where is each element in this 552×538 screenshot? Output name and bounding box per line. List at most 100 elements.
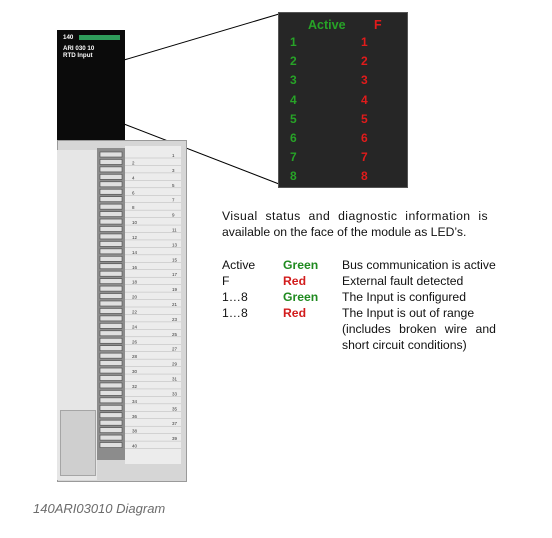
terminal-screw [99,308,123,314]
terminal-screw [99,181,123,188]
terminal-screw [99,442,123,448]
fault-led-8: 8 [361,169,368,184]
active-led-3: 3 [290,73,297,88]
terminal-screw [99,285,123,292]
module-label-number: 140 [63,34,74,41]
terminal-number: 27 [172,347,178,352]
legend-note-line-1: (includes broken wire and [342,322,496,336]
terminal-number: 32 [132,384,138,389]
legend-row-3-color: Green [283,290,319,304]
terminal-number: 21 [172,302,178,307]
terminal-number: 6 [132,190,135,195]
terminal-screw [99,382,123,389]
terminal-number: 7 [172,198,175,203]
terminal-screw [99,203,123,210]
legend-row-1-color: Green [283,258,319,272]
fault-led-7: 7 [361,150,368,165]
terminal-screw [99,330,123,337]
figure-caption: 140ARI03010 Diagram [33,501,166,516]
active-led-2: 2 [290,54,297,69]
fault-led-3: 3 [361,73,368,88]
terminal-number: 37 [172,421,178,426]
terminal-number: 40 [132,444,138,449]
fault-led-6: 6 [361,131,368,145]
led-fault-header: F [374,18,382,32]
terminal-screw [99,397,123,404]
terminal-number: 1 [172,153,175,158]
terminal-number: 31 [172,377,178,382]
terminal-number: 2 [132,160,135,165]
label-strip [125,146,181,464]
terminal-number: 14 [132,250,138,255]
terminal-number: 22 [132,309,138,314]
terminal-number: 33 [172,391,178,396]
terminal-number: 10 [132,220,138,225]
terminal-screw [99,367,123,374]
active-led-5: 5 [290,111,297,126]
terminal-screw [99,315,123,322]
led-active-header: Active [308,18,346,32]
terminal-screw [99,323,123,329]
terminal-number: 34 [132,399,138,404]
active-led-1: 1 [290,35,297,49]
terminal-number: 20 [132,295,138,300]
intro-line-1: Visual status and diagnostic information… [222,209,489,223]
legend-note-line-2: short circuit conditions) [342,338,467,352]
terminal-number: 16 [132,265,138,270]
terminal-screw [99,419,123,426]
active-led-6: 6 [290,131,297,145]
terminal-screw [99,360,123,366]
terminal-number: 28 [132,354,138,359]
terminal-number: 36 [132,414,138,419]
legend-row-2-meaning: External fault detected [342,274,464,288]
terminal-screw [99,196,123,202]
terminal-screw [99,159,123,165]
terminal-number: 15 [172,257,178,262]
terminal-screw [99,434,123,441]
terminal-screw [99,263,123,270]
terminal-number: 8 [132,205,135,210]
module-label-type: RTD Input [63,52,93,59]
terminal-screw [99,404,123,411]
terminal-screw [99,248,123,255]
terminal-screw [99,390,123,396]
terminal-number: 5 [172,183,175,188]
terminal-screw [99,300,123,307]
active-led-7: 7 [290,150,297,165]
legend-row-1-meaning: Bus communication is active [342,258,496,272]
terminal-number: 39 [172,436,178,441]
terminal-number: 9 [172,213,175,218]
terminal-number: 17 [172,272,178,277]
legend-row-2-led: F [222,274,230,288]
terminal-number: 12 [132,235,138,240]
terminal-screw [99,412,123,419]
terminal-number: 4 [132,175,135,180]
terminal-number: 25 [172,332,178,337]
legend-row-4-led: 1…8 [222,306,248,320]
terminal-number: 35 [172,406,178,411]
fault-led-4: 4 [361,92,368,107]
terminal-number: 13 [172,242,178,247]
module-lower-cover [60,410,96,476]
terminal-screw [99,218,123,225]
terminal-screw [99,241,123,247]
terminal-screw [99,151,123,158]
active-led-4: 4 [290,92,297,107]
fault-led-2: 2 [361,54,368,69]
terminal-number: 38 [132,429,138,434]
legend-row-1-led: Active [222,258,256,272]
terminal-screw [99,293,123,299]
terminal-screw [99,226,123,232]
terminal-number: 19 [172,287,178,292]
terminal-number: 26 [132,339,138,344]
terminal-screw [99,337,123,344]
terminal-screw [99,375,123,381]
terminal-screw [99,188,123,195]
intro-line-2: available on the face of the module as L… [222,225,467,239]
terminal-number: 3 [172,168,175,173]
terminal-screw [99,166,123,173]
terminal-screw [99,174,123,180]
